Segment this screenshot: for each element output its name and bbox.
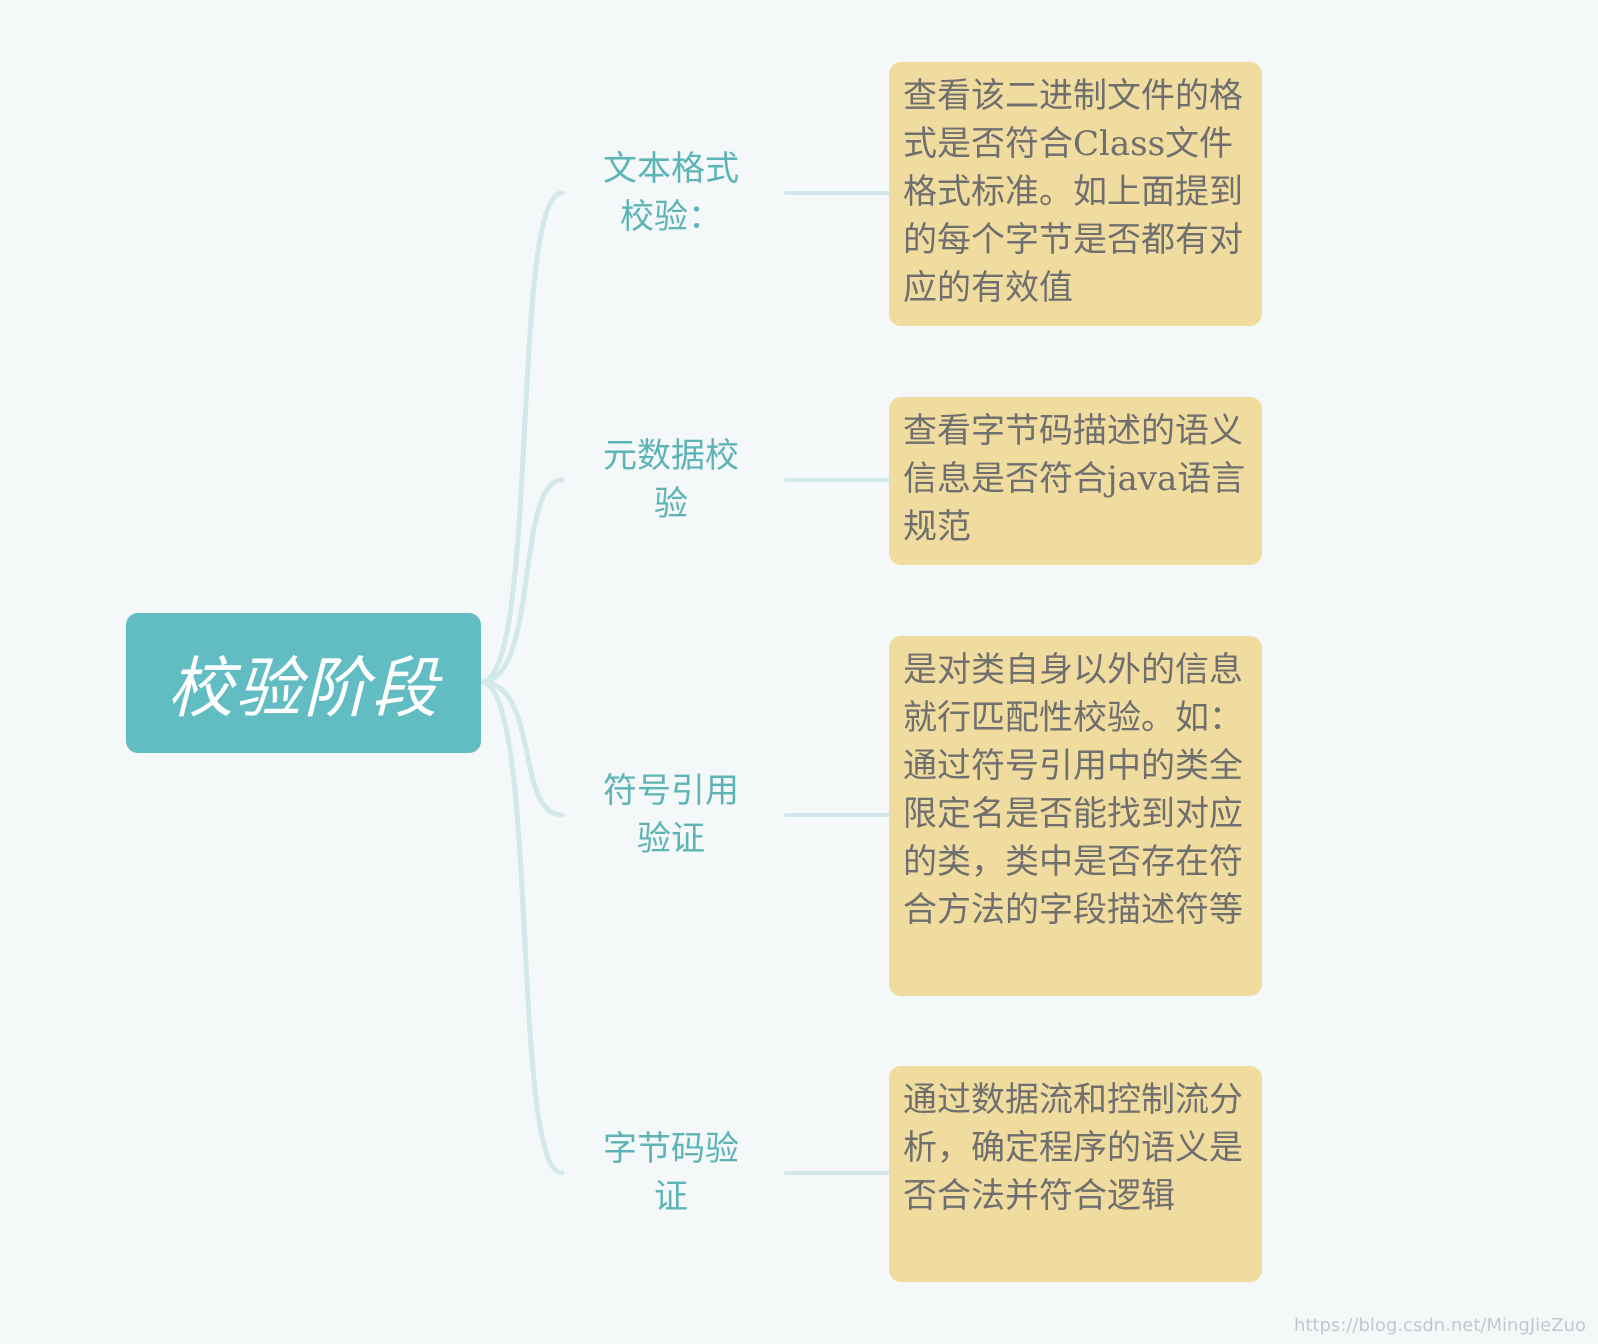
connector-curve-2 — [478, 477, 565, 685]
note-bytecode[interactable]: 通过数据流和控制流分析，确定程序的语义是否合法并符合逻辑 — [889, 1066, 1262, 1282]
note-text-format[interactable]: 查看该二进制文件的格式是否符合Class文件格式标准。如上面提到的每个字节是否都… — [889, 62, 1262, 326]
note-metadata[interactable]: 查看字节码描述的语义信息是否符合java语言规范 — [889, 397, 1262, 565]
note-symbol-reference[interactable]: 是对类自身以外的信息就行匹配性校验。如：通过符号引用中的类全限定名是否能找到对应… — [889, 636, 1262, 996]
branch-label-symbol-reference[interactable]: 符号引用验证 — [603, 771, 739, 859]
root-label: 校验阶段 — [167, 650, 440, 727]
branch-label-text-format[interactable]: 文本格式校验： — [603, 149, 739, 237]
branch-label-bytecode[interactable]: 字节码验证 — [603, 1129, 739, 1217]
connector-curve-4 — [478, 679, 565, 1176]
connector-curve-3 — [478, 679, 565, 818]
root-node[interactable]: 校验阶段 — [126, 613, 481, 753]
watermark: https://blog.csdn.net/MingJieZuo — [1293, 1315, 1586, 1336]
connector-curve-1 — [478, 190, 565, 685]
branch-label-metadata[interactable]: 元数据校验 — [603, 436, 739, 524]
